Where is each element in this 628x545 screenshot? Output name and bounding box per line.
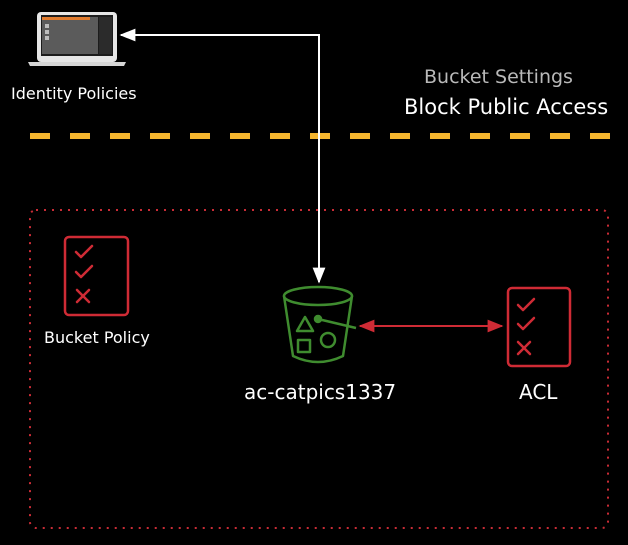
bucket-policy-label: Bucket Policy [44,328,150,347]
bucket-name-label: ac-catpics1337 [244,380,397,404]
block-public-access-label: Block Public Access [404,95,609,119]
identity-to-bucket-connector [119,28,326,284]
identity-policies-label: Identity Policies [11,84,137,103]
laptop-icon [28,12,126,66]
s3-bucket-icon [282,285,357,364]
bucket-boundary [29,209,609,529]
bucket-policy-checklist-icon [63,235,130,317]
acl-checklist-icon [506,286,572,368]
acl-label: ACL [519,380,558,404]
bucket-settings-title: Bucket Settings [424,66,573,88]
